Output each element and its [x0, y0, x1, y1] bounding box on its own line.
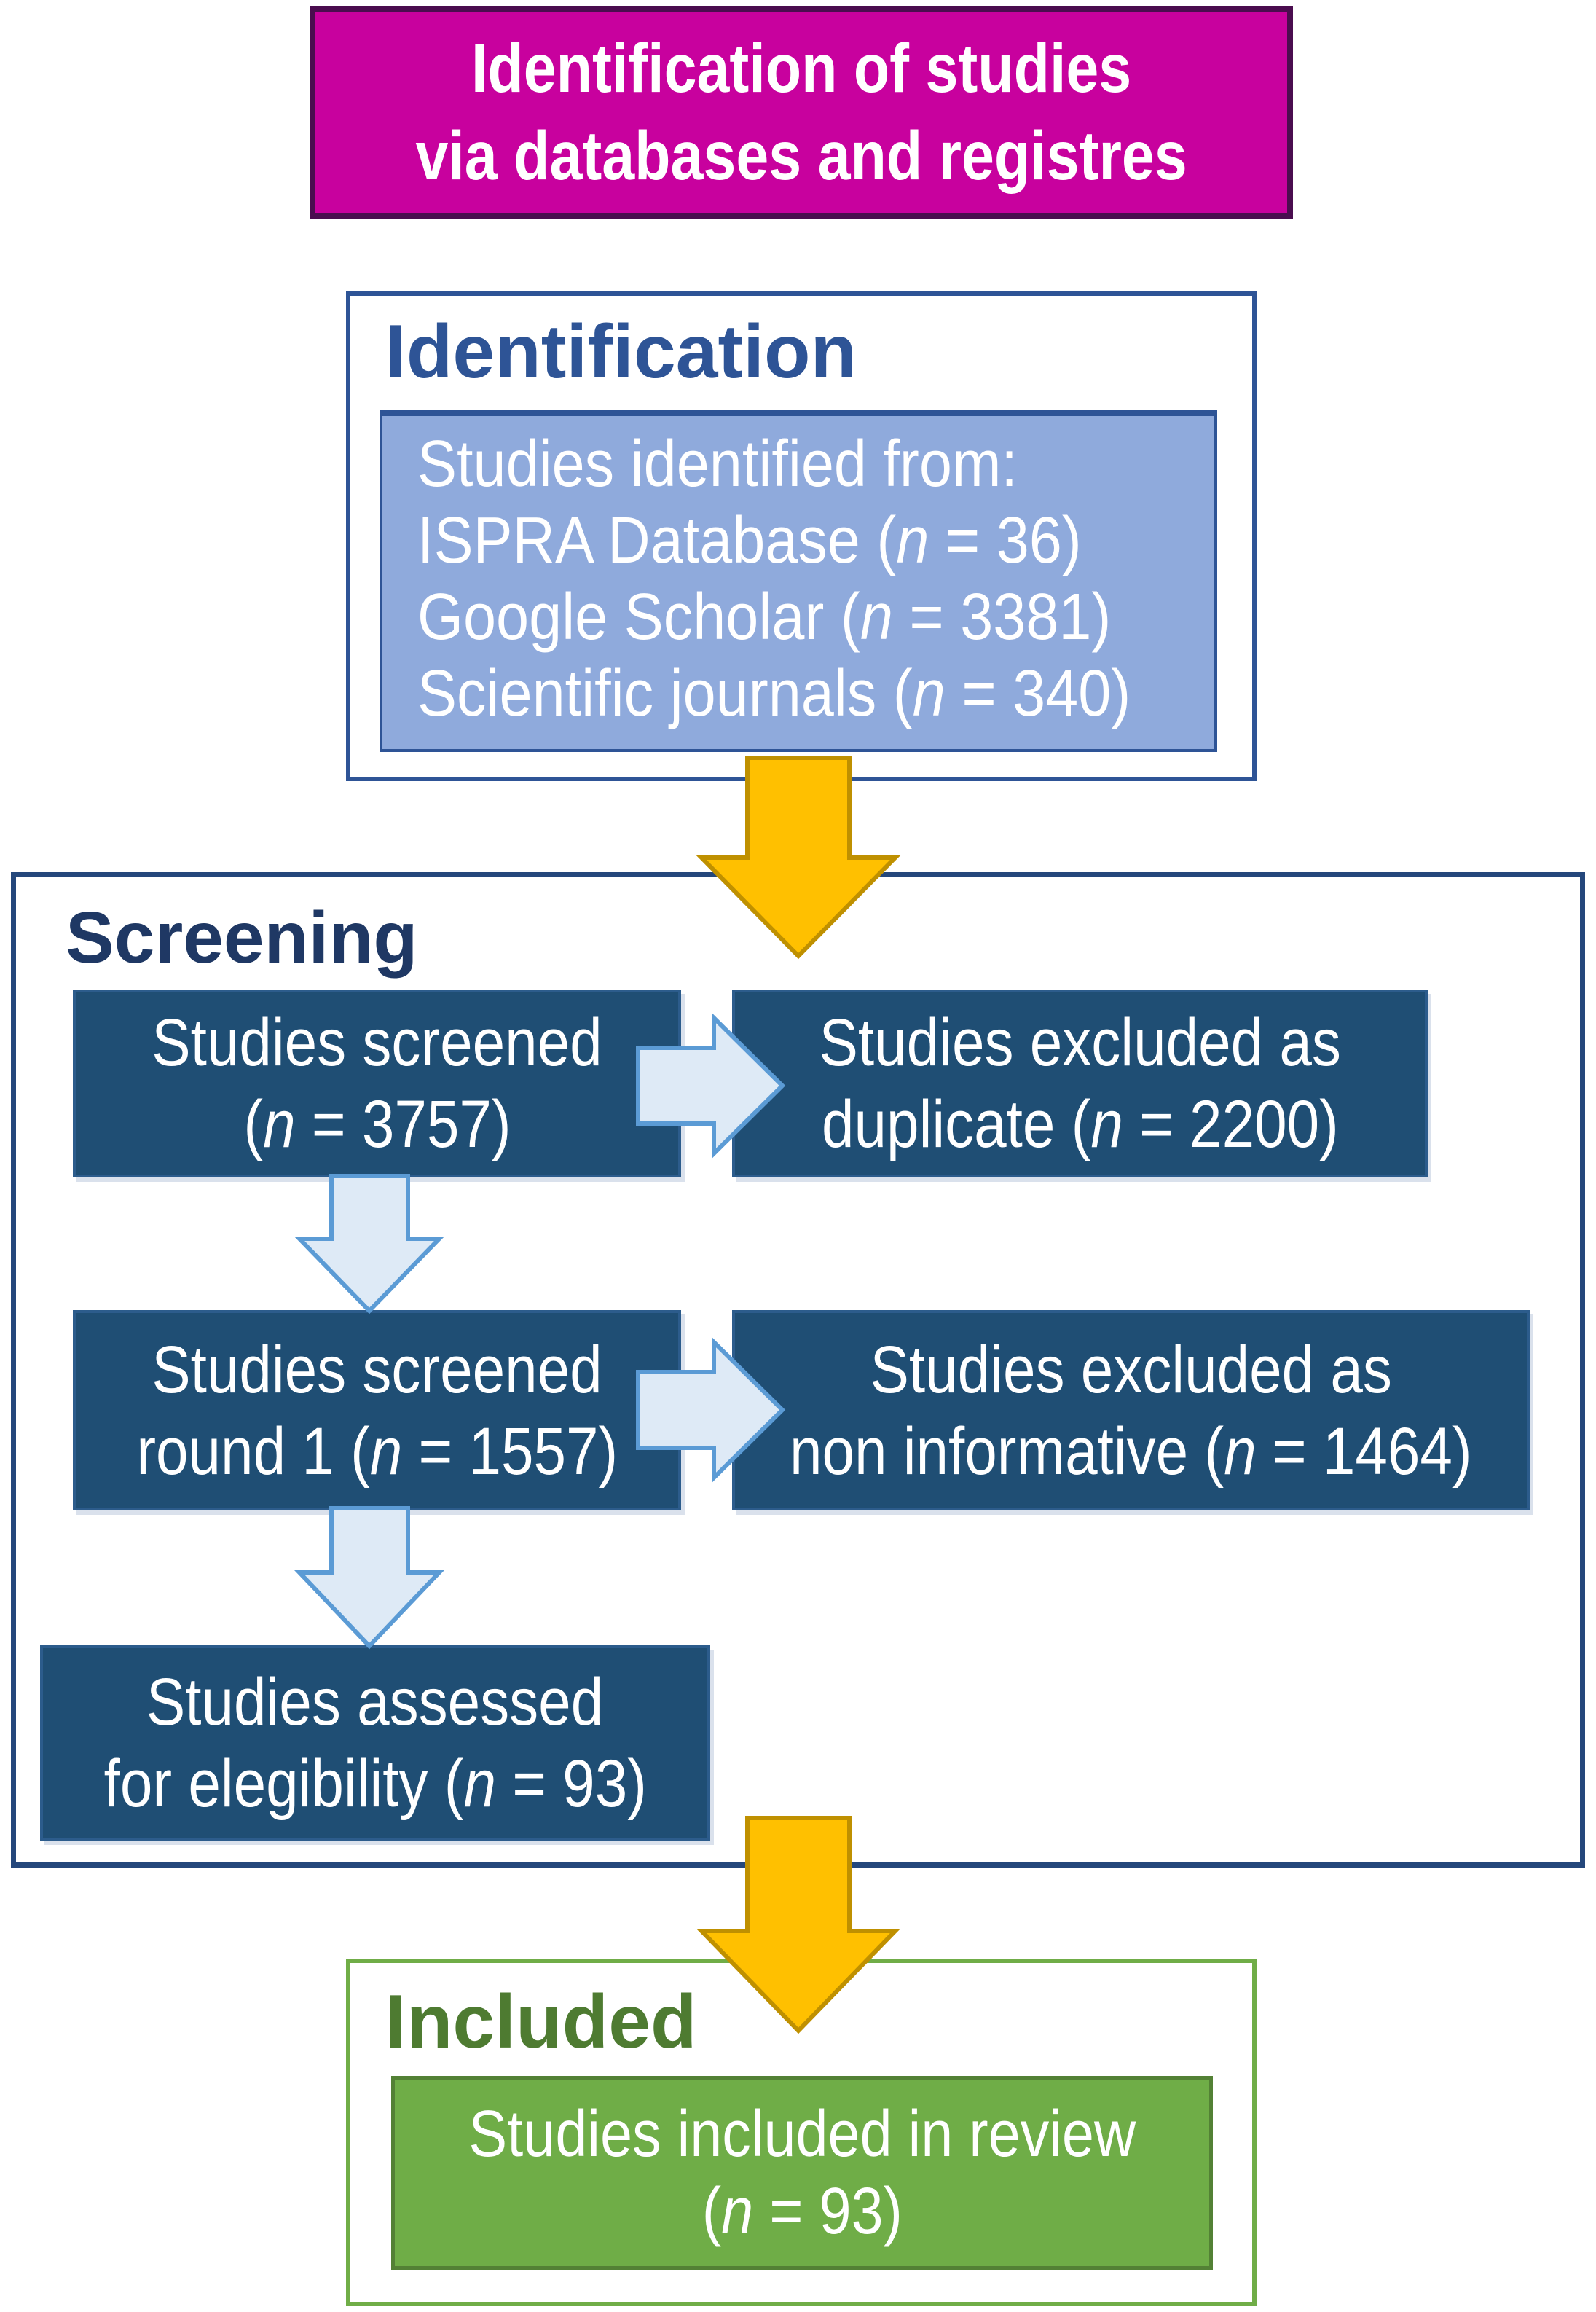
light-blue-right-arrow-icon	[636, 1012, 786, 1159]
box-line: duplicate (n = 2200)	[821, 1087, 1339, 1161]
orange-down-arrow-icon	[696, 756, 901, 960]
banner-identification-of-studies: Identification of studies via databases …	[310, 6, 1293, 219]
light-blue-down-arrow-icon	[294, 1174, 445, 1314]
screening-heading: Screening	[66, 897, 418, 979]
banner-line-2: via databases and registres	[415, 117, 1187, 195]
box-line: Studies included in review	[468, 2098, 1136, 2171]
studies-screened-box: Studies screened (n = 3757)	[73, 990, 681, 1177]
box-line: round 1 (n = 1557)	[136, 1414, 618, 1489]
right-arrow-screened-to-excluded-duplicate-icon	[636, 1012, 786, 1159]
down-arrow-round1-to-assessed-icon	[294, 1506, 444, 1650]
studies-included-box: Studies included in review (n = 93)	[391, 2076, 1213, 2270]
orange-down-arrow-icon	[696, 1816, 901, 2034]
source-line: Studies identified from:	[417, 428, 1018, 501]
studies-excluded-duplicate-box: Studies excluded as duplicate (n = 2200)	[732, 990, 1428, 1177]
box-line: Studies screened	[152, 1006, 602, 1080]
box-line: (n = 3757)	[243, 1087, 511, 1161]
identification-heading: Identification	[385, 310, 857, 394]
banner-line-1: Identification of studies	[471, 30, 1132, 107]
studies-screened-round1-box: Studies screened round 1 (n = 1557)	[73, 1310, 681, 1510]
down-arrow-screened-to-round1-icon	[294, 1174, 445, 1314]
light-blue-right-arrow-icon	[636, 1336, 786, 1484]
right-arrow-round1-to-excluded-non-informative-icon	[636, 1336, 786, 1484]
source-line: Scientific journals (n = 340)	[417, 657, 1131, 730]
light-blue-down-arrow-icon	[294, 1506, 444, 1650]
box-line: Studies screened	[152, 1332, 602, 1407]
box-line: Studies excluded as	[870, 1332, 1392, 1407]
studies-assessed-eligibility-box: Studies assessed for elegibility (n = 93…	[40, 1645, 710, 1841]
box-line: for elegibility (n = 93)	[103, 1747, 647, 1821]
down-arrow-identification-to-screening-icon	[696, 756, 901, 960]
studies-excluded-non-informative-box: Studies excluded as non informative (n =…	[732, 1310, 1530, 1510]
studies-identified-box: Studies identified from: ISPRA Database …	[380, 410, 1217, 752]
source-line: Google Scholar (n = 3381)	[417, 581, 1112, 654]
box-line: Studies assessed	[146, 1665, 604, 1739]
down-arrow-screening-to-included-icon	[696, 1816, 901, 2034]
included-heading: Included	[385, 1980, 697, 2064]
identification-section: Identification Studies identified from: …	[346, 291, 1257, 781]
box-line: Studies excluded as	[819, 1006, 1341, 1080]
box-line: (n = 93)	[701, 2175, 903, 2248]
box-line: non informative (n = 1464)	[790, 1414, 1472, 1489]
source-line: ISPRA Database (n = 36)	[417, 504, 1082, 577]
